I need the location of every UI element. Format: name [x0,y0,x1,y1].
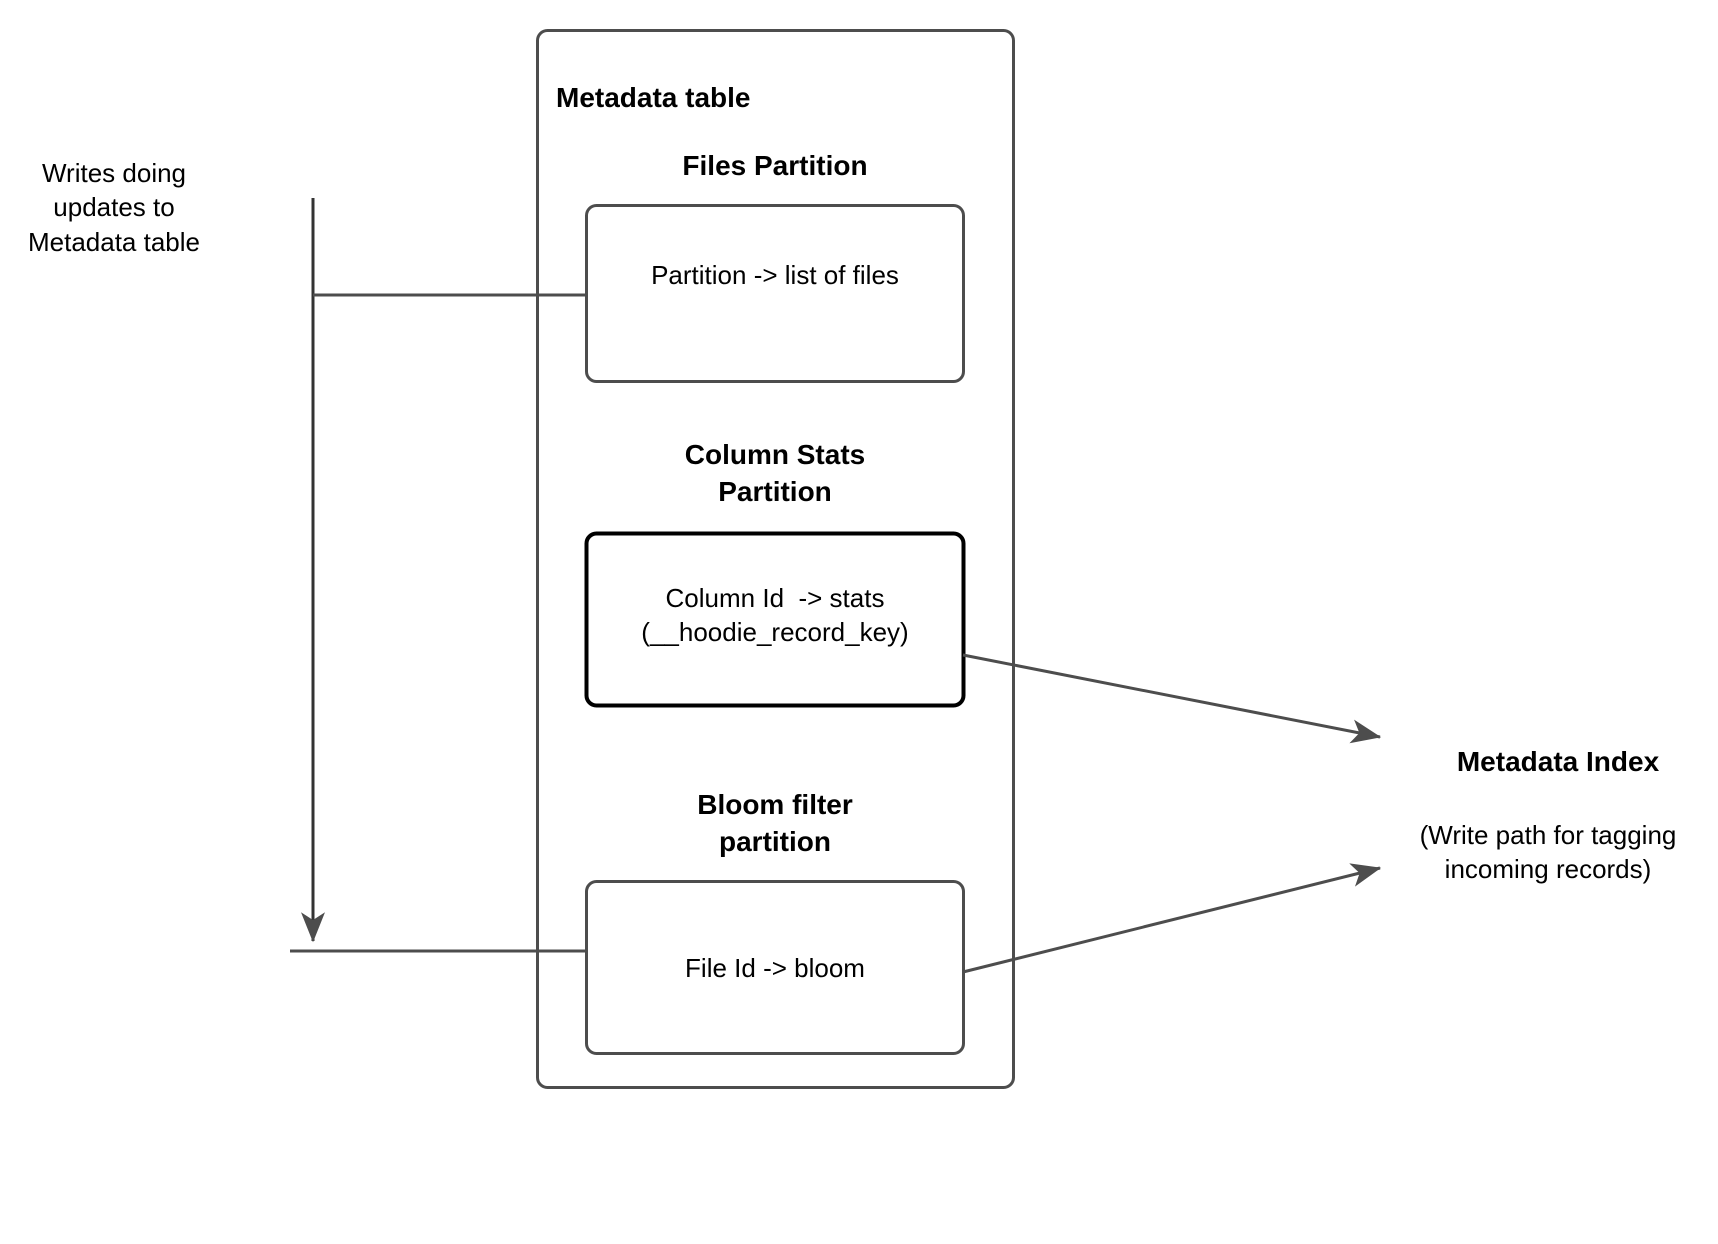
bloom-filter-partition-box-label: File Id -> bloom [685,953,865,983]
bloom-filter-partition-box [585,880,965,1055]
column-stats-partition-box [584,531,966,708]
bloom-filter-to-metadata-index-arrow [962,863,1382,974]
metadata-table-title: Metadata table [556,82,751,113]
column-stats-partition-box-label: Column Id -> stats (__hoodie_record_key) [641,583,909,648]
column-stats-to-metadata-index-arrow [962,653,1382,744]
metadata-index-note: (Write path for tagging incoming records… [1419,820,1684,885]
metadata-index-title: Metadata Index [1456,746,1660,777]
files-partition-box [585,204,965,383]
files-partition-heading: Files Partition [682,150,868,181]
bloom-filter-partition-heading: Bloom filter partition [697,789,853,857]
writes-annotation-label: Writes doing updates to Metadata table [27,158,200,257]
column-stats-partition-heading: Column Stats Partition [684,439,866,507]
metadata-table-container [536,29,1015,1089]
files-partition-box-label: Partition -> list of files [651,260,899,290]
